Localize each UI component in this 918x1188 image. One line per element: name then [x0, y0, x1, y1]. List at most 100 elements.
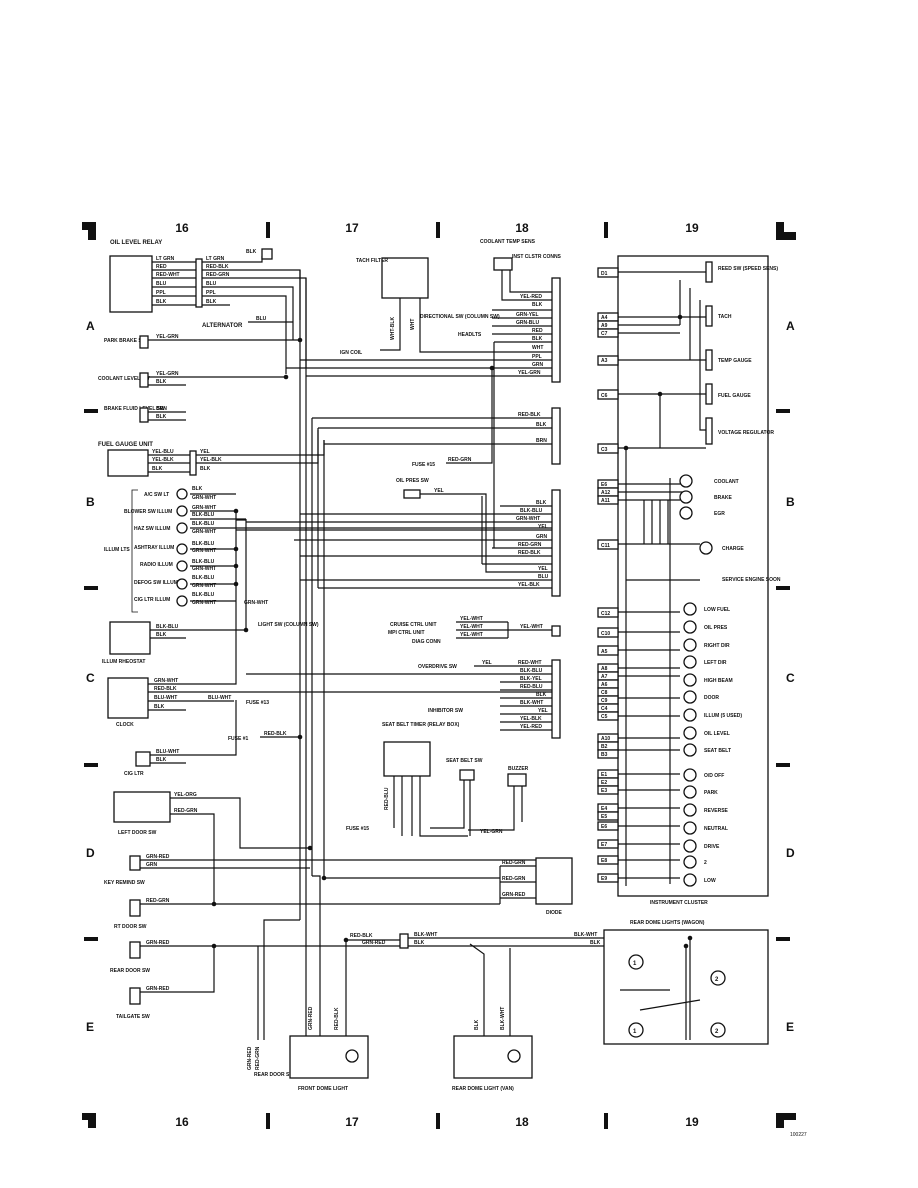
conn-a-8: WHT — [532, 345, 543, 351]
wire-yel-blk-fuel-2: YEL-BLK — [200, 457, 222, 463]
fuel-gauge-wires — [148, 430, 325, 473]
conn-b-1: RED-BLK — [518, 412, 541, 418]
haz-sw-bulb — [176, 522, 188, 534]
oil-pres-wire — [420, 493, 552, 573]
wire-yel-oil: YEL — [434, 488, 444, 494]
pin-e6a: E6 — [601, 482, 607, 488]
tach-symbol — [705, 305, 713, 327]
wire-blk-wht-bus-2: BLK-WHT — [574, 932, 597, 938]
pin-e8: E8 — [601, 858, 607, 864]
front-dome-wires — [312, 875, 347, 1036]
wire-grn-wht-light-sw: GRN-WHT — [244, 600, 268, 606]
tick-right-4 — [776, 937, 790, 941]
wire-grn-wht-cig: GRN-WHT — [192, 600, 216, 606]
wire-grn-wht-defog: GRN-WHT — [192, 583, 216, 589]
pin-a3: A3 — [601, 358, 608, 364]
ac-sw-lt-bulb — [176, 488, 188, 500]
corner-mark-bottom-right — [776, 1113, 796, 1128]
wire-wht-tach: WHT — [410, 319, 416, 330]
wire-grn-wht-clock: GRN-WHT — [154, 678, 178, 684]
overdrive-sw-label: OVERDRIVE SW — [418, 664, 457, 670]
coolant-level-sw-symbol — [139, 372, 149, 388]
conn-d-1: YEL-WHT — [520, 624, 543, 630]
park-ind-label: PARK — [704, 790, 718, 796]
pin-c12: C12 — [601, 611, 610, 617]
row-label-a-right: A — [786, 319, 795, 333]
tick-bottom-2 — [436, 1113, 440, 1129]
two-ind-label: 2 — [704, 860, 707, 866]
wire-ppl-1: PPL — [156, 290, 166, 296]
wire-blu-wht-clock: BLU-WHT — [154, 695, 177, 701]
oil-pres-sw-symbol — [403, 489, 421, 499]
fuse-1-label: FUSE #1 — [228, 736, 249, 742]
charge-ind-label: CHARGE — [722, 546, 744, 552]
tick-top-2 — [436, 222, 440, 238]
cruise-ctrl-unit-label: CRUISE CTRL UNIT — [390, 622, 437, 628]
wagon-internal-wires — [620, 938, 701, 1040]
drive-ind-label: DRIVE — [704, 844, 720, 850]
connector-d — [551, 625, 561, 637]
wagon-bulb-4-num: 2 — [715, 1029, 719, 1035]
seat-belt-sw-symbol — [459, 769, 475, 781]
pin-e4: E4 — [601, 806, 607, 812]
inst-clstr-conns-label: INST CLSTR CONNS — [512, 254, 562, 260]
fuel-gauge-unit-label: FUEL GAUGE UNIT — [98, 442, 153, 448]
fuse-15-label-2: FUSE #15 — [346, 826, 369, 832]
connector-d-wires — [456, 621, 552, 639]
wire-yel-wht-cruise: YEL-WHT — [460, 616, 483, 622]
tick-top-1 — [266, 222, 270, 238]
connector-a-wires — [286, 309, 552, 377]
door-ind-label: DOOR — [704, 695, 719, 701]
brake-fluid-wires — [148, 411, 186, 421]
coolant-ind-label: COOLANT — [714, 479, 739, 485]
haz-sw-illum-label: HAZ SW ILLUM — [134, 526, 170, 532]
rear-door-sw-symbol — [129, 941, 141, 959]
key-remind-wires — [140, 859, 560, 869]
wire-red-grn-diode-2: RED-GRN — [502, 876, 526, 882]
fuel-gauge-label: FUEL GAUGE — [718, 393, 751, 399]
wire-red-1: RED — [156, 264, 167, 270]
wire-grn-wht-ash: GRN-WHT — [192, 548, 216, 554]
row-label-d-left: D — [86, 846, 95, 860]
connector-b — [551, 407, 561, 465]
pin-c4: C4 — [601, 706, 608, 712]
row-label-e-left: E — [86, 1020, 94, 1034]
oil-level-relay-label: OIL LEVEL RELAY — [110, 240, 162, 246]
conn-c-1: BLK — [536, 500, 547, 506]
wire-lt-grn-2: LT GRN — [206, 256, 225, 262]
diode-wires — [500, 865, 536, 899]
connector-e-wires — [246, 673, 552, 731]
wagon-bulb-3 — [628, 1022, 644, 1038]
diode-label: DIODE — [546, 910, 563, 916]
row-label-a-left: A — [86, 319, 95, 333]
wire-grn-wht-ac: GRN-WHT — [192, 495, 216, 501]
tick-right-1 — [776, 409, 790, 413]
left-door-sw-label: LEFT DOOR SW — [118, 830, 157, 836]
wire-blk-ground: BLK — [246, 249, 257, 255]
temp-gauge-symbol — [705, 349, 713, 371]
wire-blk-ac: BLK — [192, 486, 203, 492]
alternator-label: ALTERNATOR — [202, 323, 243, 329]
pin-a6: A6 — [601, 682, 608, 688]
pin-a12: A12 — [601, 490, 610, 496]
wire-blk-blu-rheo: BLK-BLU — [156, 624, 179, 630]
wire-yel-grn-coolant: YEL-GRN — [156, 371, 179, 377]
fuel-gauge-connector — [189, 450, 197, 476]
wire-blu-alt: BLU — [256, 316, 267, 322]
wire-grn-key: GRN — [146, 862, 158, 868]
right-dir-label: RIGHT DIR — [704, 643, 730, 649]
wire-blk-bus-2: BLK — [590, 940, 601, 946]
conn-a-1: YEL-RED — [520, 294, 542, 300]
conn-a-5: GRN-BLU — [516, 320, 539, 326]
conn-c-9: BLU — [538, 574, 549, 580]
wire-grn-wht-blower: GRN-WHT — [192, 505, 216, 511]
pin-a8: A8 — [601, 666, 608, 672]
tick-left-4 — [84, 937, 98, 941]
conn-c-7: RED-BLK — [518, 550, 541, 556]
oil-pres-ind-label: OIL PRES — [704, 625, 728, 631]
wire-red-wht-1: RED-WHT — [156, 272, 180, 278]
conn-a-10: GRN — [532, 362, 544, 368]
illum-lights-group — [131, 489, 560, 630]
wire-blk-blu-blower: BLK-BLU — [192, 512, 215, 518]
conn-c-10: YEL-BLK — [518, 582, 540, 588]
